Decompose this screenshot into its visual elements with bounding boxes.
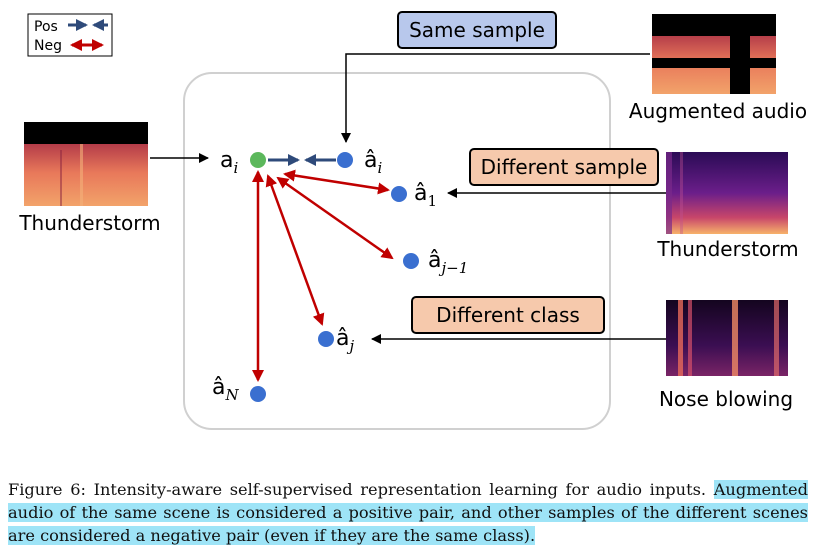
caption-augmented: Augmented audio — [629, 99, 807, 123]
svg-text:Different sample: Different sample — [481, 155, 648, 179]
spectrogram-thunderstorm-left — [24, 122, 148, 206]
point-neg-j — [318, 331, 334, 347]
label-neg-N: âN — [212, 375, 239, 404]
legend: Pos Neg — [27, 13, 113, 57]
point-anchor — [250, 152, 266, 168]
label-different-sample: Different sample — [469, 148, 659, 186]
spectrogram-augmented — [652, 14, 776, 94]
diagram: Pos Neg Thunderstorm Augmented audio Thu… — [18, 11, 807, 430]
caption-prefix: Figure 6: Intensity-aware self-supervise… — [8, 480, 714, 499]
label-different-class: Different class — [411, 296, 605, 334]
arrow-augmented-to-positive — [341, 53, 650, 143]
caption-thunderstorm-left: Thunderstorm — [18, 211, 160, 235]
point-neg-j1 — [403, 253, 419, 269]
svg-text:Same sample: Same sample — [409, 18, 545, 42]
label-neg-1: â1 — [414, 181, 437, 210]
point-positive — [337, 152, 353, 168]
spectrogram-thunderstorm-right — [666, 152, 788, 234]
label-neg-j1: âj−1 — [428, 248, 468, 277]
neg-arrow-j — [265, 174, 325, 326]
caption-thunderstorm-right: Thunderstorm — [656, 237, 798, 261]
figure-caption: Figure 6: Intensity-aware self-supervise… — [8, 478, 808, 547]
spectrogram-nose-blowing — [666, 300, 788, 376]
label-same-sample: Same sample — [397, 11, 557, 49]
label-anchor: ai — [220, 148, 238, 177]
point-neg-N — [250, 386, 266, 402]
svg-text:Different class: Different class — [436, 303, 580, 327]
point-neg-1 — [391, 186, 407, 202]
embedding-space — [183, 72, 611, 430]
legend-neg-label: Neg — [34, 38, 62, 54]
caption-nose-blowing: Nose blowing — [659, 387, 793, 411]
legend-pos-label: Pos — [34, 19, 58, 35]
label-positive: âi — [364, 148, 382, 177]
label-neg-j: âj — [336, 326, 354, 355]
